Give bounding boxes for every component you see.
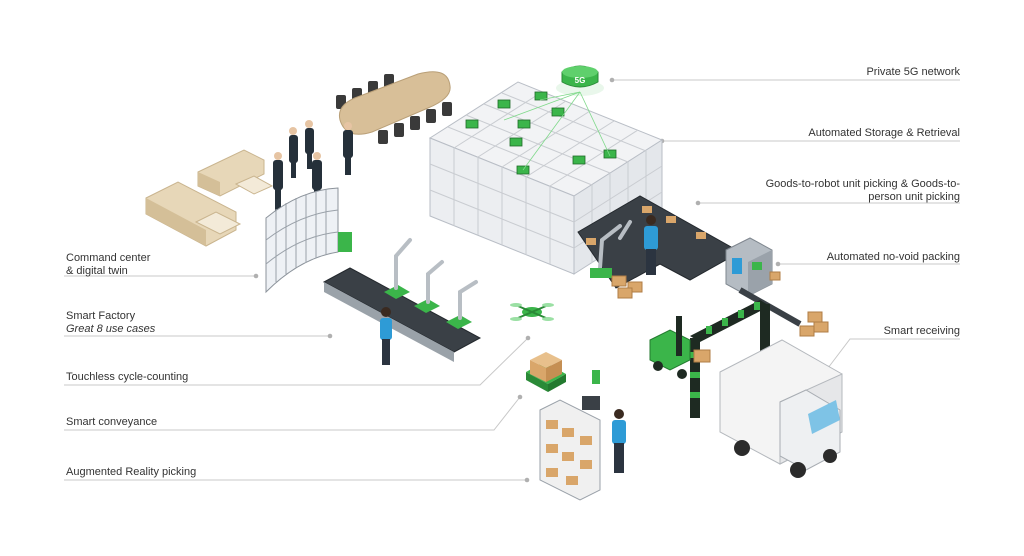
label-ar-picking: Augmented Reality picking [66, 466, 197, 478]
leader-cycle [64, 337, 529, 386]
5g-tower-icon [503, 65, 611, 171]
label-g2r-line2: person unit picking [868, 191, 960, 203]
ar-worker [612, 409, 626, 473]
leader-lines [64, 79, 960, 481]
receiving-gate [690, 300, 770, 418]
label-asrs: Automated Storage & Retrieval [808, 127, 960, 139]
factory-worker [380, 307, 392, 365]
5g-tower-label: 5G [574, 76, 586, 85]
label-g2r-line1: Goods-to-robot unit picking & Goods-to- [765, 178, 960, 190]
label-no-void: Automated no-void packing [826, 251, 960, 263]
label-factory-line1: Smart Factory [66, 310, 136, 322]
truck-icon [719, 339, 843, 478]
business-people [273, 120, 353, 211]
label-conveyance: Smart conveyance [66, 416, 158, 428]
digital-twin-screen [265, 187, 339, 294]
lounge-sofas [145, 149, 274, 247]
g2r-worker [644, 215, 658, 275]
label-factory-line2: Great 8 use cases [66, 323, 156, 335]
label-command-line1: Command center [66, 252, 151, 264]
ar-picking-shelf [539, 370, 626, 501]
packing-machine [725, 237, 829, 337]
label-receiving: Smart receiving [883, 325, 960, 337]
label-g2r: Goods-to-robot unit picking & Goods-to- … [766, 178, 960, 204]
label-command-line2: & digital twin [66, 265, 128, 277]
g2r-conveyor [577, 195, 742, 299]
forklift-icon [649, 316, 711, 379]
robot-arm-icon [394, 238, 478, 320]
smart-conveyance-agv [526, 352, 566, 392]
meeting-area [336, 71, 452, 144]
drone-icon [510, 303, 554, 321]
leader-conveyance [64, 396, 521, 431]
label-cycle-counting: Touchless cycle-counting [66, 371, 189, 383]
robot-arm-icon [598, 220, 632, 270]
leader-receiving [827, 338, 960, 369]
factory-conveyor [322, 232, 482, 362]
label-private-5g: Private 5G network [866, 66, 960, 78]
label-smart-factory: Smart Factory Great 8 use cases [66, 310, 155, 336]
label-command-center: Command center & digital twin [66, 252, 150, 278]
